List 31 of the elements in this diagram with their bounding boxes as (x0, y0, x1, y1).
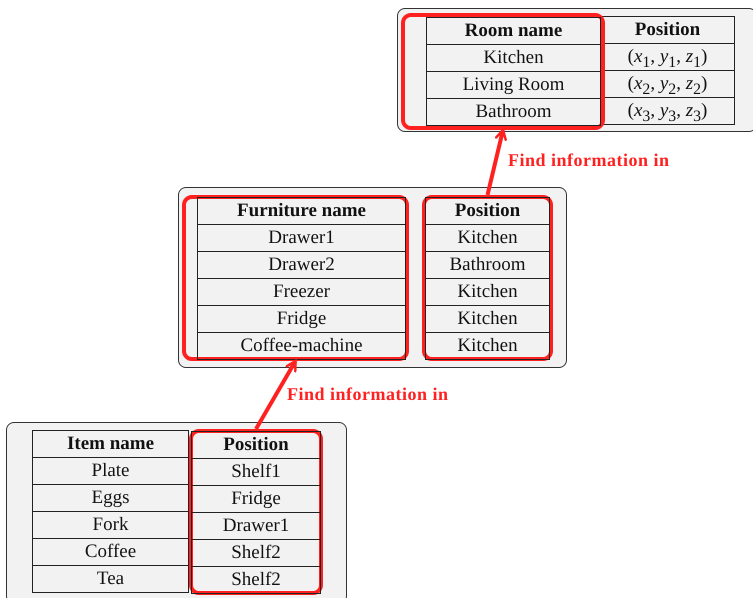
table-cell: Fork (32, 511, 189, 539)
table-cell: Kitchen (425, 224, 550, 252)
table-header: Item name (32, 430, 189, 458)
table-cell: Eggs (32, 484, 189, 512)
table-cell: Coffee (32, 538, 189, 566)
table-cell: Freezer (197, 278, 406, 306)
arrow (254, 360, 298, 430)
table-cell: Bathroom (426, 98, 601, 126)
table-cell: Fridge (191, 485, 321, 513)
table-cell: Coffee-machine (197, 332, 406, 360)
table-cell: Shelf2 (191, 539, 321, 567)
table-cell: Drawer1 (191, 512, 321, 540)
table-cell: Shelf1 (191, 458, 321, 486)
table-header: Position (191, 431, 321, 459)
table-cell: Tea (32, 565, 189, 593)
highlight-frame (182, 195, 409, 361)
highlight-frame (422, 195, 553, 361)
table-panel (178, 187, 567, 368)
table-cell: Drawer2 (197, 251, 406, 279)
table-cell: Kitchen (425, 332, 550, 360)
table-cell: Kitchen (425, 305, 550, 333)
table-cell: Drawer1 (197, 224, 406, 252)
table-cell: Plate (32, 457, 189, 485)
table-header: Room name (426, 17, 601, 45)
table-header: Position (425, 197, 550, 225)
table-header: Furniture name (197, 197, 406, 225)
table-cell: Fridge (197, 305, 406, 333)
arrow (486, 128, 508, 196)
table-cell: Shelf2 (191, 566, 321, 594)
table-cell: Kitchen (425, 278, 550, 306)
table-cell: Bathroom (425, 251, 550, 279)
